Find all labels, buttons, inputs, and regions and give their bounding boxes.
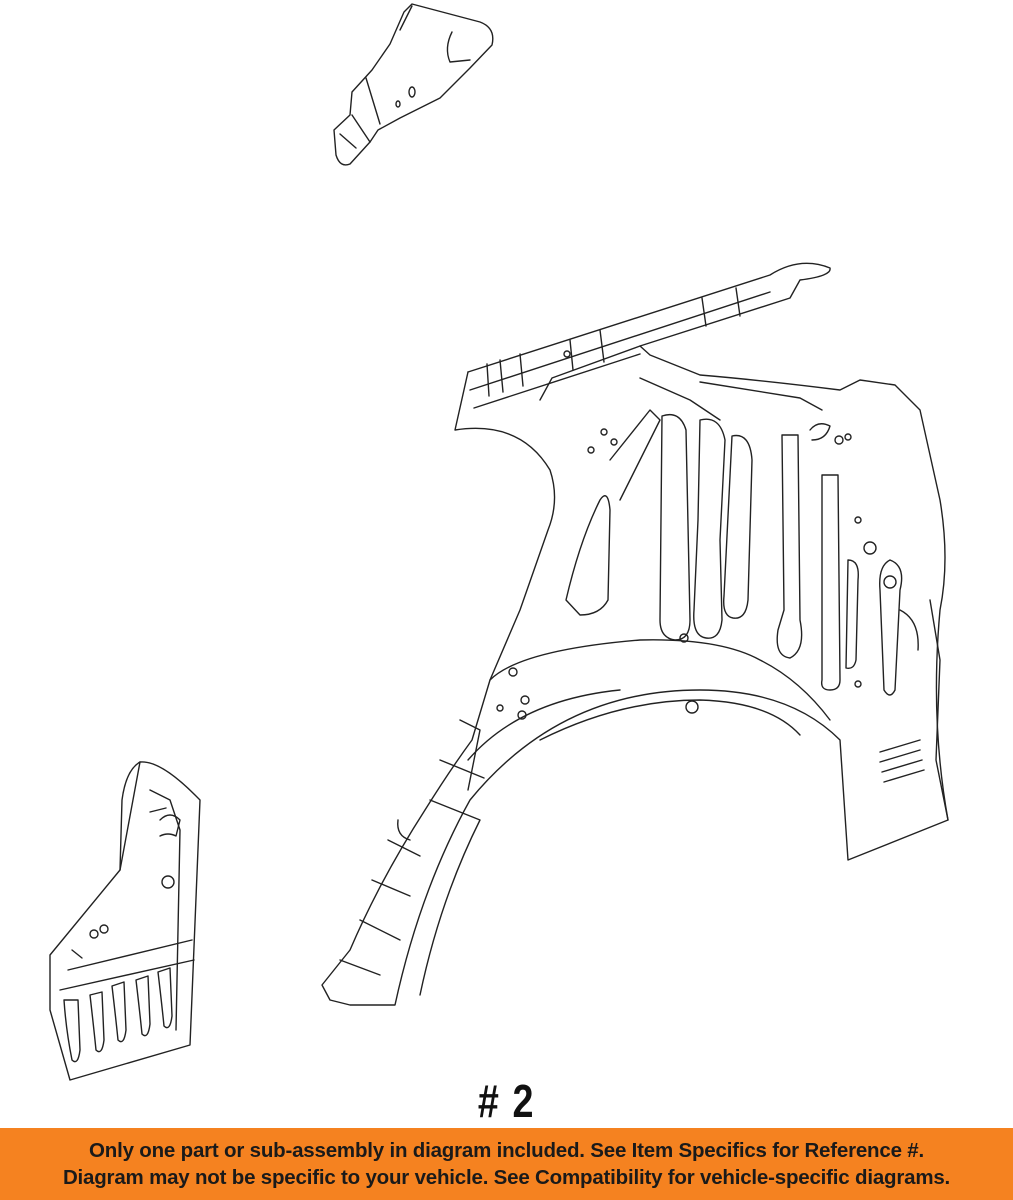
- reference-number-label: # 2: [477, 1075, 536, 1127]
- disclaimer-banner: Only one part or sub-assembly in diagram…: [0, 1128, 1013, 1200]
- upper-bracket-part: [333, 3, 494, 166]
- parts-diagram: [49, 3, 949, 1081]
- quarter-inner-panel-part: [321, 262, 949, 1006]
- disclaimer-line-1: Only one part or sub-assembly in diagram…: [89, 1139, 924, 1162]
- lower-extension-panel-part: [49, 761, 201, 1081]
- disclaimer-line-2: Diagram may not be specific to your vehi…: [62, 1166, 951, 1189]
